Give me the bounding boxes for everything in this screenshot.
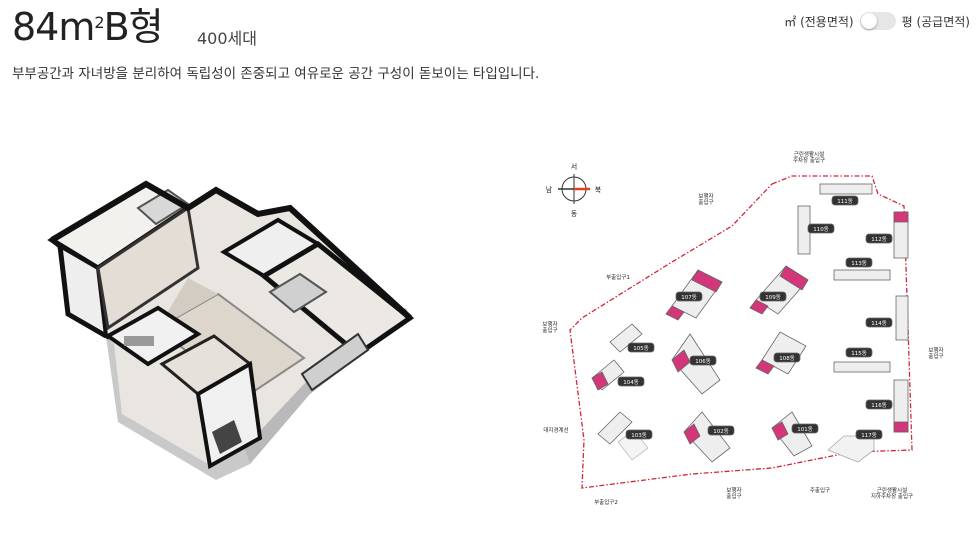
label-main-entrance: 주출입구 <box>810 486 830 494</box>
bldg-115: 115동 <box>851 350 867 357</box>
area-left-label[interactable]: ㎡ (전용면적) <box>784 14 854 29</box>
bldg-112: 112동 <box>871 236 887 243</box>
bldg-110: 110동 <box>813 226 829 233</box>
bldg-101: 101동 <box>797 426 813 433</box>
switch-knob <box>860 13 877 29</box>
bldg-113: 113동 <box>851 260 867 267</box>
building-111 <box>819 183 873 195</box>
label-sub-entrance-1: 부출입구1 <box>606 273 630 281</box>
compass-south: 남 <box>546 185 553 194</box>
title-sup: 2 <box>94 13 104 32</box>
bldg-104: 104동 <box>623 379 639 386</box>
bldg-108: 108동 <box>779 355 795 362</box>
label-sub-entrance-2: 부출입구2 <box>594 498 618 506</box>
label-site-boundary: 대지경계선 <box>543 426 568 434</box>
page-title: 84m2B형 <box>12 4 164 50</box>
bldg-106: 106동 <box>695 358 711 365</box>
bldg-103: 103동 <box>631 432 647 439</box>
buildings: 111동 110동 112동 113동 114동 115동 116동 117동 … <box>591 183 909 463</box>
bldg-117: 117동 <box>861 432 877 439</box>
title-suffix: B형 <box>103 5 164 49</box>
site-boundary <box>569 175 913 489</box>
bldg-102: 102동 <box>713 428 729 435</box>
area-right-label[interactable]: 평 (공급면적) <box>901 14 970 29</box>
floor-plan-3d <box>47 180 415 480</box>
compass-west: 서 <box>571 162 577 171</box>
bldg-109: 109동 <box>765 294 781 301</box>
compass: 서 동 남 북 <box>546 162 602 218</box>
compass-north: 북 <box>595 186 602 194</box>
bldg-114: 114동 <box>871 320 887 327</box>
bldg-105: 105동 <box>633 345 649 352</box>
bldg-116: 116동 <box>871 402 887 409</box>
bldg-111: 111동 <box>837 198 853 205</box>
unit-count: 400세대 <box>197 29 257 48</box>
area-toggle: ㎡ (전용면적) 평 (공급면적) <box>784 12 970 30</box>
type-description: 부부공간과 자녀방을 분리하여 독립성이 존중되고 여유로운 공간 구성이 돋보… <box>12 66 540 82</box>
bldg-107: 107동 <box>681 294 697 301</box>
compass-east: 동 <box>571 210 578 218</box>
area-switch[interactable] <box>859 12 896 30</box>
title-main: 84m <box>12 5 95 49</box>
